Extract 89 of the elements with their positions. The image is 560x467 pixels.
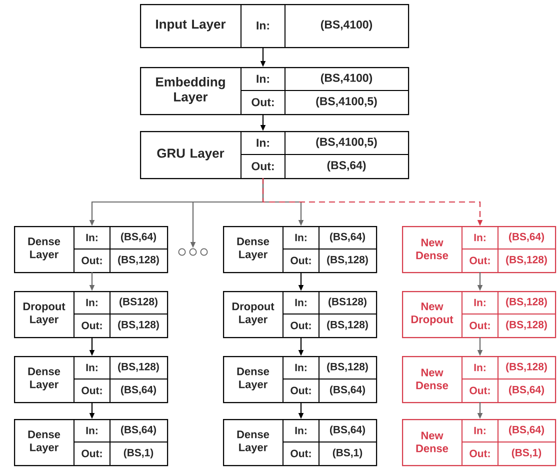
shape-value: (BS,128) (327, 362, 368, 372)
shape-value: (BS,128) (118, 362, 159, 372)
shape-value: (BS,128) (327, 256, 368, 266)
field-label: In: (86, 234, 98, 242)
layer-name: Dense Layer (237, 368, 270, 390)
layer-name: New Dense (416, 238, 448, 260)
layer-table (140, 66, 410, 116)
field-label: Out: (470, 322, 490, 330)
field-label: Out: (82, 322, 102, 330)
field-label: In: (295, 426, 306, 434)
shape-value: (BS,128) (327, 320, 368, 330)
shape-value: (BS,128) (118, 320, 159, 330)
field-label: Out: (470, 256, 490, 264)
field-label: Out: (290, 386, 311, 394)
shape-value: (BS,64) (330, 232, 365, 242)
field-label: Out: (290, 322, 311, 330)
shape-value: (BS,64) (327, 160, 366, 172)
layer-name: Dense Layer (28, 430, 60, 454)
shape-value: (BS,4100) (320, 20, 372, 31)
field-label: Out: (252, 162, 274, 170)
shape-value: (BS128) (120, 298, 158, 308)
layer-table (140, 130, 410, 180)
field-label: In: (256, 138, 269, 147)
layer-name: New Dense (416, 432, 448, 452)
field-label: In: (86, 426, 98, 434)
shape-value: (BS,64) (330, 386, 365, 396)
layer-table (140, 4, 410, 48)
field-label: In: (256, 22, 269, 30)
shape-value: (BS,1) (124, 448, 154, 458)
field-label: Out: (82, 450, 102, 458)
layer-name: GRU Layer (157, 148, 224, 160)
layer-table (402, 418, 556, 466)
layer-name: Input Layer (156, 20, 226, 32)
shape-value: (BS,64) (121, 232, 156, 242)
layer-name: Dense Layer (28, 238, 60, 260)
layer-table (14, 418, 168, 466)
shape-value: (BS,128) (506, 320, 547, 330)
shape-value: (BS,1) (332, 448, 362, 458)
field-label: Out: (82, 256, 102, 264)
field-label: In: (86, 364, 98, 372)
field-label: Out: (290, 450, 311, 458)
layer-name: Dense Layer (237, 238, 270, 260)
field-label: In: (295, 298, 306, 306)
layer-table (14, 290, 168, 338)
field-label: In: (295, 234, 306, 242)
field-label: Out: (470, 386, 490, 394)
shape-value: (BS,128) (506, 362, 547, 372)
field-label: In: (86, 298, 98, 306)
layer-table (402, 356, 556, 404)
layer-name: Dense Layer (28, 368, 60, 390)
shape-value: (BS,4100,5) (316, 137, 377, 148)
shape-value: (BS128) (328, 298, 366, 308)
field-label: Out: (470, 450, 490, 458)
layer-table (402, 290, 556, 338)
field-label: Out: (252, 98, 274, 106)
field-label: In: (474, 364, 486, 372)
layer-table (402, 226, 556, 274)
layer-table (223, 226, 378, 274)
shape-value: (BS,4100,5) (316, 96, 377, 108)
shape-value: (BS,64) (509, 232, 544, 242)
field-label: In: (474, 426, 486, 434)
shape-value: (BS,64) (121, 426, 156, 436)
shape-value: (BS,64) (509, 426, 544, 436)
layer-name: Dense Layer (237, 430, 270, 454)
field-label: In: (474, 234, 486, 242)
shape-value: (BS,64) (330, 426, 365, 436)
shape-value: (BS,1) (512, 448, 542, 458)
shape-value: (BS,128) (506, 256, 547, 266)
layer-table (14, 356, 168, 404)
layer-name: New Dropout (411, 302, 454, 326)
field-label: Out: (82, 386, 102, 394)
ellipsis-dots (178, 248, 208, 256)
layer-name: Dropout Layer (232, 302, 274, 326)
layer-table (14, 226, 168, 274)
shape-value: (BS,4100) (320, 73, 372, 84)
layer-table (223, 356, 378, 404)
layer-name: New Dense (416, 368, 448, 390)
shape-value: (BS,64) (121, 386, 156, 396)
field-label: In: (256, 74, 269, 83)
field-label: In: (474, 298, 486, 306)
layer-name: Dropout Layer (23, 302, 66, 326)
shape-value: (BS,64) (509, 386, 544, 396)
layer-table (223, 418, 378, 466)
shape-value: (BS,128) (118, 256, 159, 266)
shape-value: (BS,128) (506, 298, 547, 308)
layer-name: Embedding Layer (156, 76, 225, 104)
field-label: In: (295, 364, 306, 372)
field-label: Out: (290, 256, 311, 264)
layer-table (223, 290, 378, 338)
